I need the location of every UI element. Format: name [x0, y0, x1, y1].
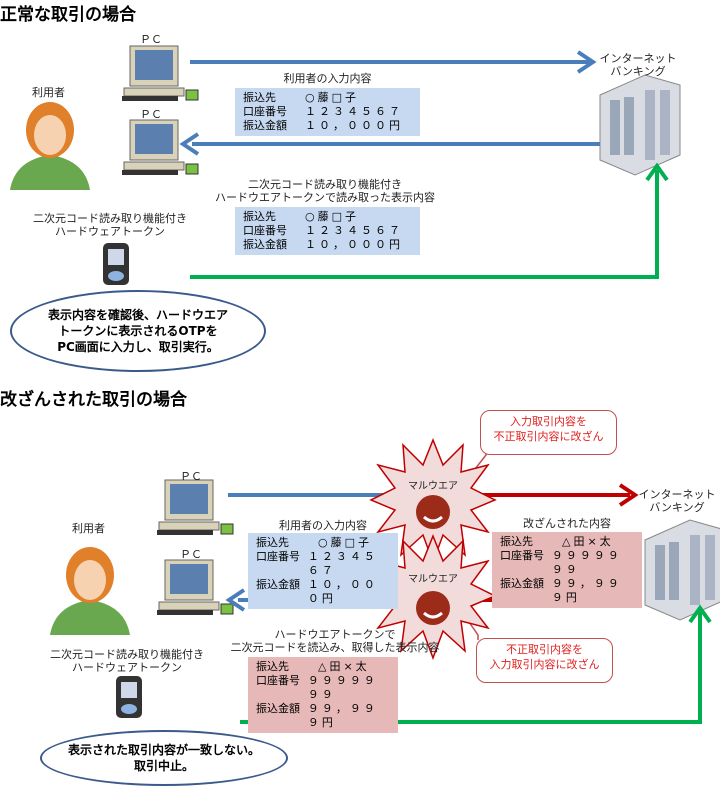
callout-line: 入力取引内容を	[510, 415, 587, 428]
field-key: 振込先	[256, 536, 289, 549]
callout-line: 入力取引内容に改ざん	[489, 658, 600, 671]
field-value: １２３４５６７	[305, 224, 403, 237]
field-key: 振込先	[243, 210, 276, 223]
bank-label-line: インターネット	[638, 488, 716, 501]
user-icon	[10, 102, 90, 190]
bank-label: インターネットバンキング	[632, 488, 720, 514]
field-key: 振込金額	[243, 119, 287, 132]
callout-line: 不正取引内容に改ざん	[493, 430, 604, 443]
section-title-normal: 正常な取引の場合	[0, 5, 136, 25]
server-icon	[644, 519, 720, 621]
field-value: ９９９９９９９	[307, 674, 378, 701]
display-content-box: 振込先 △田×太 口座番号 ９９９９９９９ 振込金額 ９９，９９９円	[248, 657, 398, 733]
pc-label: ＰＣ	[180, 470, 202, 483]
token-label-line: ハードウェアトークン	[72, 661, 182, 674]
field-value: １０，０００円	[307, 578, 378, 605]
altered-caption: 改ざんされた内容	[523, 517, 611, 530]
field-value: １２３４５６７	[305, 105, 403, 118]
input-caption: 利用者の入力内容	[283, 72, 372, 85]
pc-icon	[156, 559, 234, 616]
field-value: １０，０００円	[305, 238, 403, 251]
field-key: 口座番号	[500, 549, 544, 562]
bank-label: インターネットバンキング	[588, 52, 688, 78]
caption-line: ハードウエアトークンで	[274, 628, 396, 641]
bank-label-line: バンキング	[649, 501, 705, 514]
bank-label-line: バンキング	[610, 65, 666, 78]
field-value: ９９，９９９円	[307, 702, 378, 729]
pc-icon	[156, 479, 234, 536]
display-caption: 二次元コード読み取り機能付きハードウエアトークンで読み取った表示内容	[215, 178, 435, 204]
note-line: 表示内容を確認後、ハードウエア	[47, 308, 228, 322]
caption-line: 二次元コードを読込み、取得した表示内容	[230, 641, 440, 654]
display-caption: ハードウエアトークンで二次元コードを読込み、取得した表示内容	[220, 628, 450, 654]
note-line: PC画面に入力し、取引実行。	[57, 340, 219, 354]
input-content-box: 振込先 ○藤□子 口座番号 １２３４５６７ 振込金額 １０，０００円	[248, 533, 398, 609]
field-key: 振込先	[256, 660, 289, 673]
note-line: 取引中止。	[133, 759, 194, 773]
field-value: １０，０００円	[305, 119, 403, 132]
token-label-line: ハードウェアトークン	[55, 225, 165, 238]
field-value: １２３４５６７	[307, 550, 378, 577]
malware-label: マルウエア	[408, 481, 458, 492]
input-content-box: 振込先 ○藤□子 口座番号 １２３４５６７ 振込金額 １０，０００円	[235, 88, 420, 136]
token-label-line: 二次元コード読み取り機能付き	[33, 212, 187, 225]
user-label: 利用者	[32, 86, 65, 99]
pc-label: ＰＣ	[180, 548, 202, 561]
field-key: 振込金額	[256, 702, 300, 715]
field-value: ９９，９９９円	[551, 577, 622, 604]
pc-icon	[121, 45, 199, 102]
server-icon	[599, 74, 681, 176]
caption-line: ハードウエアトークンで読み取った表示内容	[215, 191, 435, 204]
note-ellipse: 表示された取引内容が一致しない。取引中止。	[40, 730, 288, 786]
caption-line: 二次元コード読み取り機能付き	[248, 178, 402, 191]
callout-bottom: 不正取引内容を入力取引内容に改ざん	[476, 638, 613, 683]
bank-label-line: インターネット	[599, 52, 677, 65]
pc-label: ＰＣ	[140, 108, 162, 121]
pc-label: ＰＣ	[140, 33, 162, 46]
field-key: 口座番号	[256, 550, 300, 563]
field-key: 振込金額	[243, 238, 287, 251]
malware-label: マルウエア	[408, 574, 458, 585]
input-caption: 利用者の入力内容	[279, 519, 367, 532]
field-value: △田×太	[562, 535, 614, 548]
field-key: 口座番号	[243, 224, 287, 237]
callout-line: 不正取引内容を	[506, 643, 583, 656]
token-icon	[116, 676, 142, 718]
field-key: 振込金額	[256, 578, 300, 591]
arrow-otp	[190, 170, 659, 279]
note-line: トークンに表示されるOTPを	[58, 324, 218, 338]
section-title-tampered: 改ざんされた取引の場合	[0, 390, 187, 410]
field-value: ○藤□子	[305, 91, 359, 104]
token-label-line: 二次元コード読み取り機能付き	[50, 648, 204, 661]
user-icon	[50, 547, 130, 635]
field-key: 振込先	[243, 91, 276, 104]
field-value: ９９９９９９９	[551, 549, 622, 576]
token-label: 二次元コード読み取り機能付きハードウェアトークン	[42, 648, 212, 674]
note-ellipse: 表示内容を確認後、ハードウエアトークンに表示されるOTPを PC画面に入力し、取引…	[10, 290, 266, 372]
token-label: 二次元コード読み取り機能付きハードウェアトークン	[25, 212, 195, 238]
field-key: 振込先	[500, 535, 533, 548]
field-value: △田×太	[318, 660, 370, 673]
field-key: 口座番号	[243, 105, 287, 118]
altered-content-box: 振込先 △田×太 口座番号 ９９９９９９９ 振込金額 ９９，９９９円	[492, 532, 642, 608]
callout-top: 入力取引内容を不正取引内容に改ざん	[480, 410, 617, 455]
field-value: ○藤□子	[305, 210, 359, 223]
token-icon	[103, 243, 129, 285]
note-line: 表示された取引内容が一致しない。	[67, 743, 260, 757]
user-label: 利用者	[72, 522, 105, 535]
field-key: 振込金額	[500, 577, 544, 590]
display-content-box: 振込先 ○藤□子 口座番号 １２３４５６７ 振込金額 １０，０００円	[235, 207, 420, 255]
field-key: 口座番号	[256, 674, 300, 687]
field-value: ○藤□子	[318, 536, 372, 549]
